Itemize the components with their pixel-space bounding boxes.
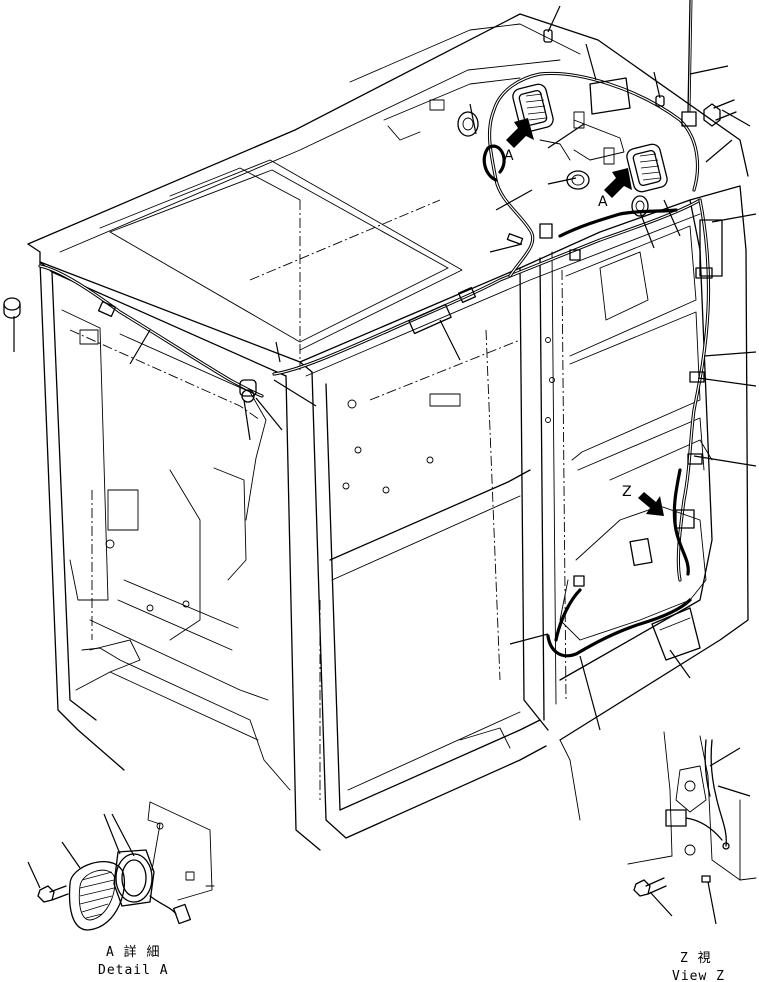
detail-a-caption-jp: A 詳 細	[106, 944, 160, 960]
detail-a-marker-1: A	[504, 148, 514, 164]
detail-a-arrow-2	[604, 168, 632, 198]
speaker-grille	[68, 861, 126, 931]
marker-arrows: A A Z	[504, 118, 664, 516]
roof-speaker-assembly	[457, 0, 737, 245]
speaker-left	[512, 83, 554, 133]
view-z-caption-en: View Z	[672, 969, 725, 982]
detail-a-caption-en: Detail A	[98, 963, 169, 978]
bolt-top-right	[703, 99, 737, 127]
detail-a-bolt	[37, 885, 69, 903]
view-z-bolt	[633, 877, 667, 897]
detail-a-marker-2: A	[598, 194, 608, 210]
cab-frame	[27, 13, 749, 851]
view-z-inset: Z 視 View Z	[627, 731, 757, 982]
detail-a-arrow-1	[506, 118, 534, 148]
view-z-marker: Z	[622, 484, 632, 500]
detail-a-inset: A 詳 細 Detail A	[27, 801, 215, 978]
view-z-arrow	[638, 492, 664, 516]
door-connector-area	[559, 505, 707, 661]
callout-leaders	[13, 5, 757, 731]
speaker-right	[626, 143, 668, 193]
wiring-harness	[3, 71, 723, 658]
view-z-caption-jp: Z 視	[680, 951, 712, 966]
